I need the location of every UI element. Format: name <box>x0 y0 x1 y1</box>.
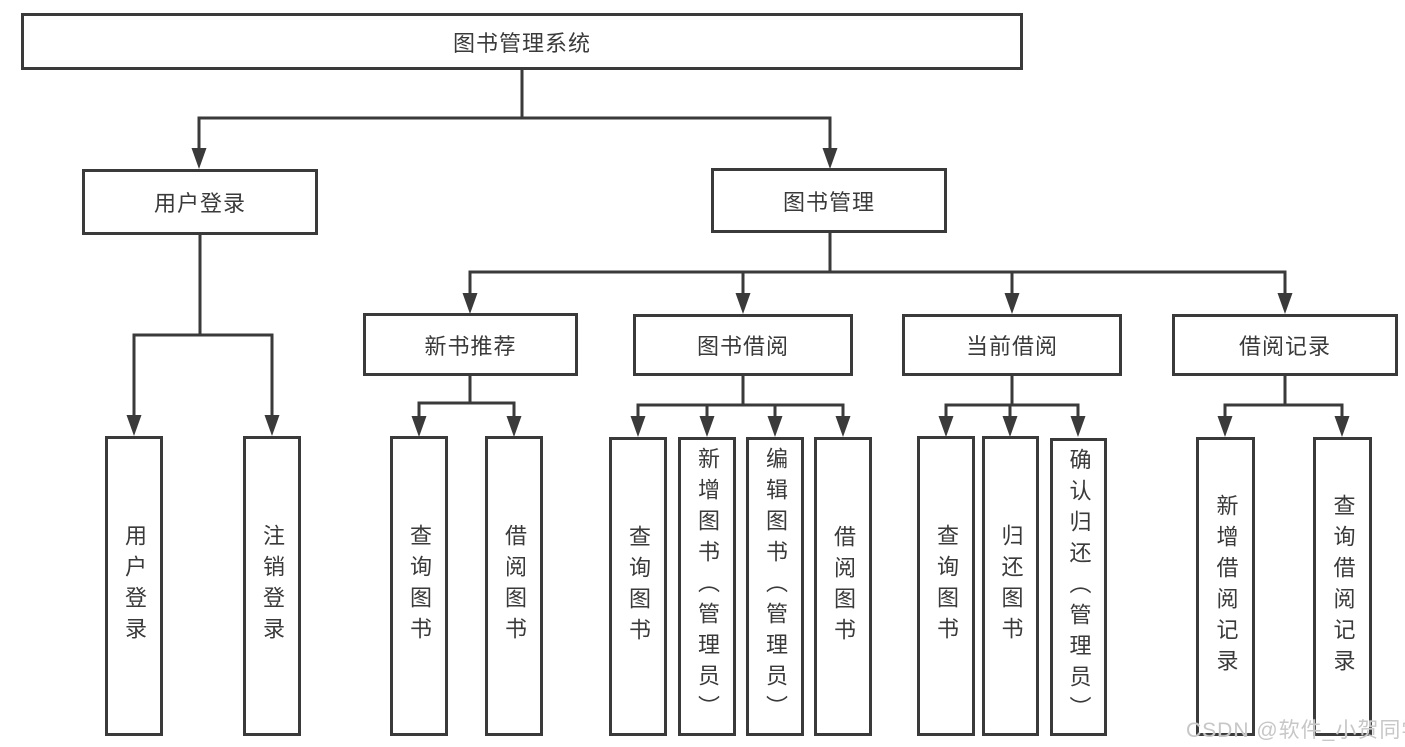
csdn-watermark: CSDN @软件_小贺同学 <box>1186 719 1405 742</box>
leaf-records-query-borrow-record: 查询借阅记录 <box>1313 437 1372 736</box>
node-label: 确认归还（管理员） <box>1066 447 1092 727</box>
node-label: 查询图书 <box>407 524 432 648</box>
node-label: 新增图书（管理员） <box>695 447 720 726</box>
leaf-current-return-books: 归还图书 <box>982 436 1039 736</box>
leaf-borrow-query-books: 查询图书 <box>609 437 667 736</box>
node-current-borrowing: 当前借阅 <box>902 314 1122 376</box>
node-new-book-recommendation: 新书推荐 <box>363 313 578 376</box>
node-label: 编辑图书（管理员） <box>763 447 788 726</box>
node-label: 图书管理 <box>782 189 875 215</box>
node-label: 借阅图书 <box>502 524 527 648</box>
node-label: 新增借阅记录 <box>1213 493 1239 680</box>
node-label: 图书借阅 <box>696 334 789 359</box>
leaf-current-query-books: 查询图书 <box>917 436 975 736</box>
leaf-borrow-add-books-admin: 新增图书（管理员） <box>678 437 736 736</box>
node-label: 用户登录 <box>153 191 246 216</box>
node-label: 注销登录 <box>260 524 285 648</box>
leaf-borrow-edit-books-admin: 编辑图书（管理员） <box>746 437 804 736</box>
node-label: 查询借阅记录 <box>1330 493 1356 680</box>
node-book-management-branch: 图书管理 <box>711 168 947 233</box>
node-label: 归还图书 <box>998 524 1024 648</box>
node-label: 新书推荐 <box>424 333 517 359</box>
node-label: 用户登录 <box>122 524 147 648</box>
node-label: 图书管理系统 <box>452 30 591 56</box>
leaf-borrow-borrow-books: 借阅图书 <box>814 437 872 736</box>
node-borrowing-records: 借阅记录 <box>1172 314 1398 376</box>
leaf-newbook-query-books: 查询图书 <box>390 436 448 736</box>
node-book-borrowing: 图书借阅 <box>633 314 853 376</box>
node-label: 查询图书 <box>626 524 651 649</box>
leaf-user-login: 用户登录 <box>105 436 163 736</box>
node-library-management-system: 图书管理系统 <box>21 13 1023 70</box>
leaf-newbook-borrow-books: 借阅图书 <box>485 436 543 736</box>
leaf-current-confirm-return-admin: 确认归还（管理员） <box>1050 438 1107 736</box>
node-user-login-branch: 用户登录 <box>82 169 318 235</box>
node-label: 借阅记录 <box>1238 334 1331 359</box>
node-label: 借阅图书 <box>831 524 856 649</box>
leaf-records-add-borrow-record: 新增借阅记录 <box>1196 437 1255 736</box>
node-label: 查询图书 <box>934 524 959 648</box>
node-label: 当前借阅 <box>965 334 1058 359</box>
leaf-logout: 注销登录 <box>243 436 301 736</box>
